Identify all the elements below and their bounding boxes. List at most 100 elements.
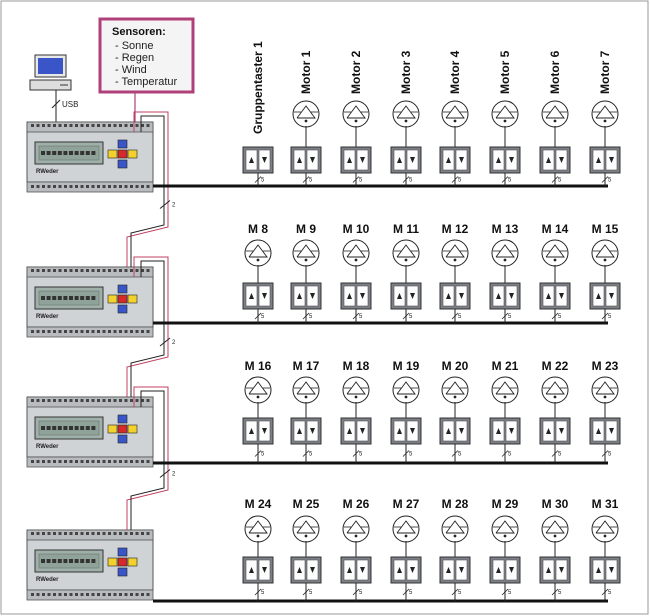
controller-top-terminal [26, 396, 154, 408]
lcd-glyph [41, 426, 45, 430]
terminal-pin [42, 124, 45, 127]
terminal-pin [47, 185, 51, 188]
terminal-pin [42, 532, 45, 535]
lcd-glyph [52, 559, 57, 563]
switch-up-arrow [446, 428, 451, 434]
switch-down-arrow [410, 428, 415, 434]
wire-count-label: 5 [359, 178, 363, 184]
terminal-pin [91, 532, 95, 535]
switch-down-arrow [410, 293, 415, 299]
motor-terminal [354, 534, 358, 538]
motor-winding [396, 520, 416, 534]
wall-switch-icon [340, 282, 372, 310]
wire-count-label: 2 [172, 472, 176, 478]
motor-circle [244, 239, 272, 267]
terminal-pin [113, 593, 117, 596]
terminal-pin [113, 330, 117, 333]
motor-label: Motor 4 [448, 50, 462, 94]
terminal-pin [47, 399, 51, 402]
switch-down-arrow [509, 157, 514, 163]
wire-count-tick [501, 176, 509, 183]
terminal-pin [69, 185, 73, 188]
controller-unit: RWeder [26, 121, 154, 193]
motor-icon [441, 239, 469, 267]
motor-label: M 10 [343, 222, 370, 236]
terminal-pin [108, 593, 111, 596]
motor-terminal [404, 395, 408, 399]
key-ok-button [117, 424, 128, 434]
switch-down-arrow [609, 157, 614, 163]
terminal-pin [64, 269, 67, 272]
wire-count-label: 5 [508, 452, 512, 458]
controller-unit: RWeder [26, 396, 154, 468]
wire-count-tick [254, 450, 262, 457]
switch-up-arrow [297, 567, 302, 573]
switch-down-arrow [509, 428, 514, 434]
motor-terminal [404, 258, 408, 262]
wire-count-label: 5 [458, 314, 462, 320]
motor-terminal [404, 534, 408, 538]
motor-winding [545, 244, 565, 258]
lcd-glyph [85, 559, 90, 563]
motor-circle [392, 100, 420, 128]
key-ok-button [117, 557, 128, 567]
motor-label: M 21 [492, 359, 519, 373]
terminal-pin [119, 330, 122, 333]
motor-winding [595, 381, 615, 395]
terminal-pin [146, 399, 150, 402]
wall-switch-icon [589, 282, 621, 310]
terminal-pin [80, 460, 84, 463]
switch-down-arrow [310, 293, 315, 299]
switch-down-arrow [459, 157, 464, 163]
terminal-pin [124, 460, 128, 463]
lcd-glyph [63, 151, 68, 155]
motor-winding [495, 105, 515, 119]
wire-count-tick [254, 176, 262, 183]
wire-count-label: 5 [558, 452, 562, 458]
wall-switch-icon [589, 146, 621, 174]
terminal-pin [75, 330, 78, 333]
wire-count-tick [302, 176, 310, 183]
wall-switch-icon [340, 146, 372, 174]
switch-down-arrow [559, 157, 564, 163]
terminal-pin [113, 269, 117, 272]
terminal-pin [146, 460, 150, 463]
wire-count-tick [601, 312, 609, 320]
motor-winding [545, 105, 565, 119]
terminal-pin [135, 269, 139, 272]
lcd-glyph [69, 426, 73, 430]
wall-switch-icon [439, 282, 471, 310]
motor-circle [491, 239, 519, 267]
switch-down-arrow [559, 567, 564, 573]
motor-winding [346, 381, 366, 395]
motor-icon [541, 515, 569, 543]
motor-terminal [404, 119, 408, 123]
lcd-glyph [74, 559, 79, 563]
switch-up-arrow [397, 428, 402, 434]
terminal-pin [58, 460, 62, 463]
terminal-pin [58, 185, 62, 188]
terminal-pin [108, 532, 111, 535]
terminal-pin [124, 269, 128, 272]
wire-count-label: 5 [359, 452, 363, 458]
terminal-pin [42, 460, 45, 463]
motor-icon [244, 376, 272, 404]
motor-label: M 18 [343, 359, 370, 373]
motor-label: M 9 [296, 222, 316, 236]
terminal-pin [141, 460, 144, 463]
switch-down-arrow [459, 567, 464, 573]
terminal-pin [108, 269, 111, 272]
group-button-label: Gruppentaster 1 [251, 41, 265, 134]
terminal-pin [124, 124, 128, 127]
switch-down-arrow [410, 157, 415, 163]
wire-count-tick [352, 176, 360, 183]
motor-label: M 29 [492, 497, 519, 511]
sensor-box-title: Sensoren: [112, 26, 166, 38]
motor-winding [296, 381, 316, 395]
sensor-item: - Wind [115, 64, 147, 76]
motor-label: M 15 [592, 222, 619, 236]
switch-up-arrow [546, 157, 551, 163]
terminal-pin [64, 460, 67, 463]
switch-down-arrow [609, 567, 614, 573]
